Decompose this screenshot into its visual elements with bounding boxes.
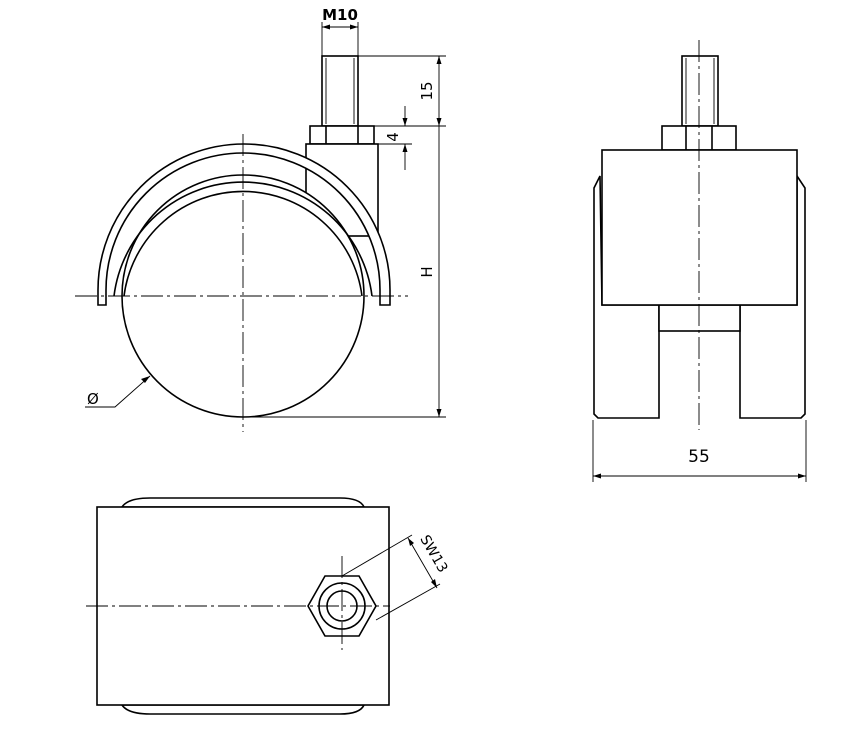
nut <box>309 125 375 145</box>
fork-outer <box>97 143 391 306</box>
width-label: 55 <box>688 447 710 467</box>
height-label: H <box>418 266 436 277</box>
thread-label: M10 <box>322 6 358 24</box>
front-view: 55 <box>592 40 807 482</box>
stem-length-label: 15 <box>418 81 436 100</box>
side-view: M10 15 4 H Ø <box>75 6 446 432</box>
top-view: SW13 <box>86 497 451 715</box>
nut-height-label: 4 <box>384 132 402 142</box>
stem-thread <box>321 55 359 127</box>
wrench-size-label: SW13 <box>416 532 450 575</box>
diameter-label: Ø <box>87 390 99 408</box>
housing <box>601 149 798 306</box>
